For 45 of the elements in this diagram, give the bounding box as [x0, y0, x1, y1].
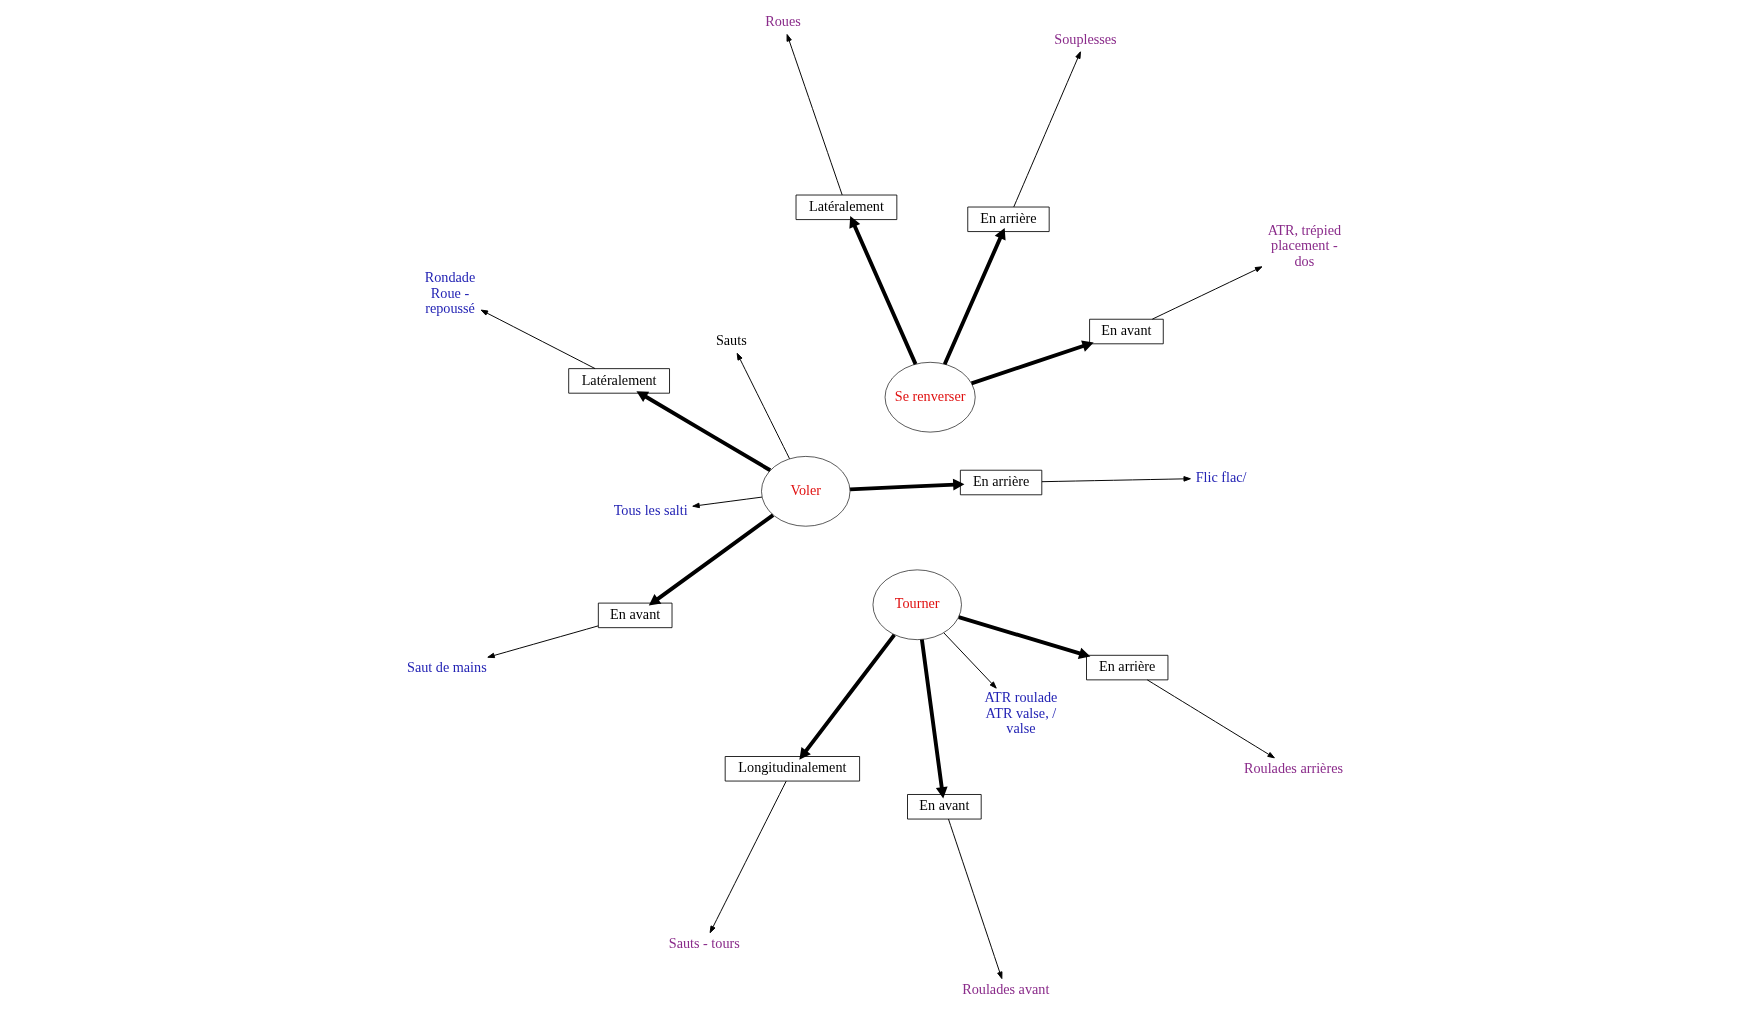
arrow — [850, 478, 965, 492]
node-text: ATR, trépied placement - dos — [1267, 221, 1342, 269]
node-box: En avant — [1089, 318, 1164, 345]
node-box: En arrière — [967, 206, 1050, 232]
node-text: Tous les salti — [613, 502, 688, 519]
arrow — [736, 352, 790, 460]
node-box: Latéralement — [795, 194, 898, 220]
arrow — [849, 215, 918, 365]
arrow — [487, 625, 599, 659]
arrow — [709, 780, 787, 934]
node-text: Rondade Roue - repoussé — [424, 269, 476, 317]
arrow — [970, 340, 1094, 386]
arrow — [943, 632, 997, 689]
arrow — [958, 615, 1091, 659]
arrow — [948, 818, 1003, 980]
node-text: Roues — [765, 13, 801, 30]
node-text: ATR roulade ATR valse, / valse — [984, 689, 1058, 737]
arrow — [799, 633, 896, 760]
arrow — [648, 513, 775, 606]
node-text: Sauts - tours — [668, 934, 740, 951]
arrow — [786, 34, 843, 196]
node-box: Longitudinalement — [724, 756, 861, 782]
node-box: En arrière — [959, 469, 1043, 496]
node-box: Latéralement — [568, 368, 670, 394]
node-ellipse: Tourner — [872, 569, 962, 640]
node-text: Saut de mains — [406, 659, 487, 676]
arrow — [1041, 476, 1191, 483]
arrow — [636, 391, 772, 472]
node-box: En avant — [597, 602, 673, 629]
node-box: En avant — [907, 794, 982, 820]
arrow — [942, 227, 1006, 365]
node-ellipse: Se renverser — [884, 362, 976, 433]
arrow — [919, 639, 948, 799]
arrow — [1013, 51, 1081, 208]
node-text: Roulades avant — [962, 980, 1050, 997]
node-box: En arrière — [1086, 654, 1169, 681]
arrow — [1146, 679, 1275, 759]
node-ellipse: Voler — [761, 456, 851, 527]
arrow — [480, 309, 596, 370]
node-text: Sauts — [715, 332, 747, 349]
arrow — [692, 496, 763, 509]
node-text: Roulades arrières — [1243, 760, 1343, 777]
node-text: Souplesses — [1054, 30, 1117, 47]
node-text: Flic flac/ — [1195, 468, 1247, 485]
arrow — [1151, 266, 1263, 320]
